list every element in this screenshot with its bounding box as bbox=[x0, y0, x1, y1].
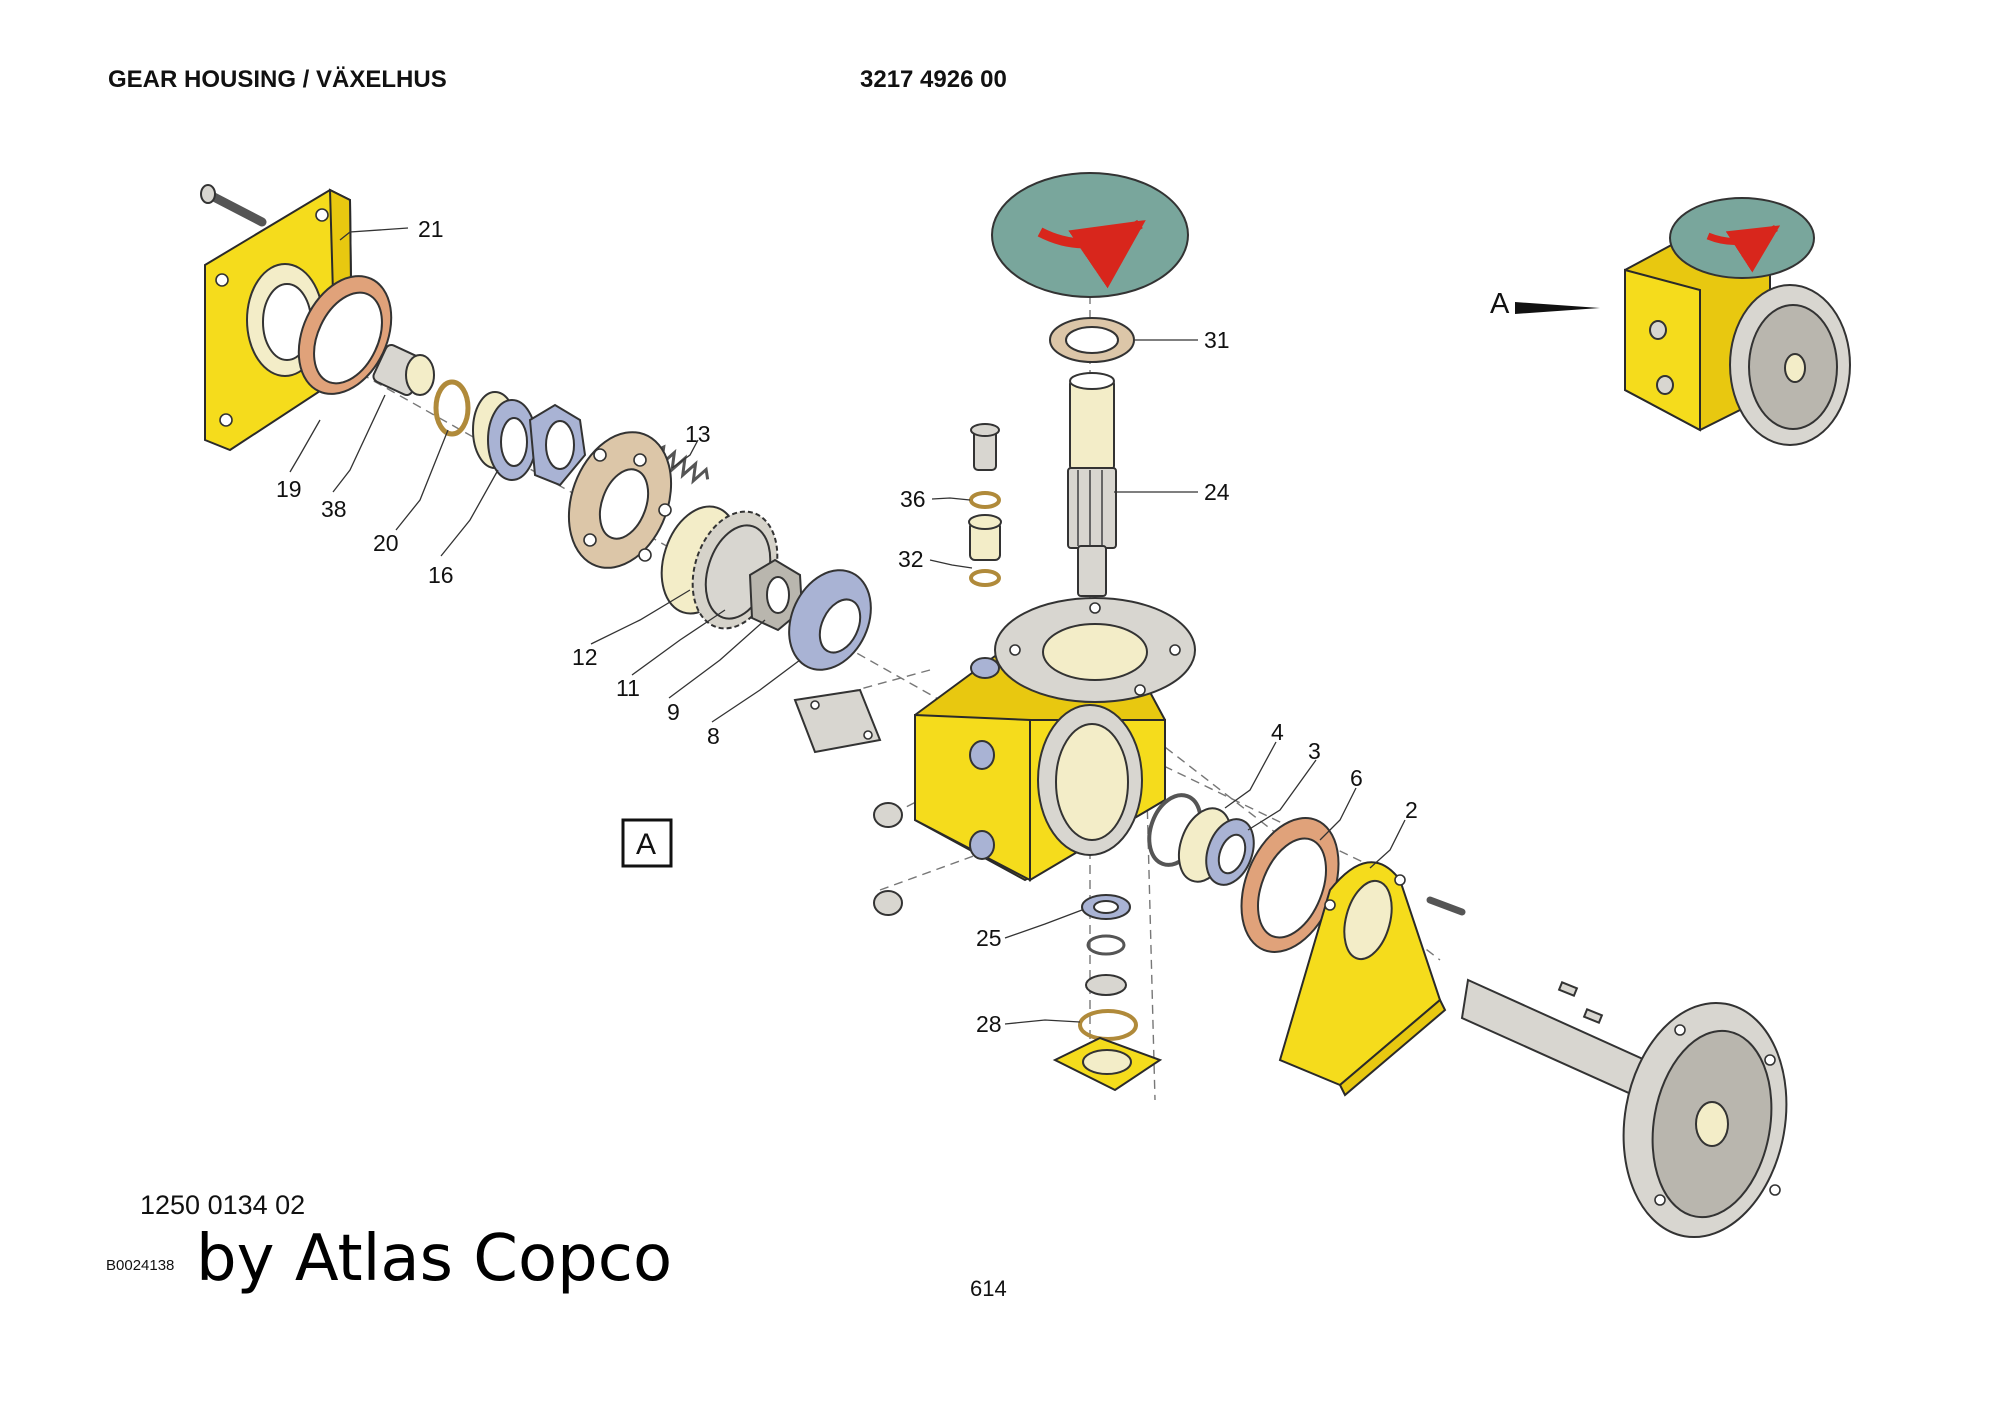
part-36-breather bbox=[969, 423, 1001, 509]
callout-21: 21 bbox=[418, 216, 444, 242]
part-8-bearing-ring bbox=[788, 569, 872, 671]
part-32-plug bbox=[968, 514, 1002, 587]
view-a-reference-box: A bbox=[621, 818, 673, 868]
part-25-bearing bbox=[1081, 894, 1131, 996]
callout-2: 2 bbox=[1405, 797, 1418, 823]
callout-8: 8 bbox=[707, 723, 720, 749]
callout-9: 9 bbox=[667, 699, 680, 725]
image-code: B0024138 bbox=[106, 1257, 175, 1274]
page-number: 614 bbox=[970, 1276, 1007, 1301]
part-6-gasket bbox=[1240, 817, 1340, 953]
part-2-bearing-pedestal bbox=[1278, 861, 1466, 1097]
brand-text: by Atlas Copco bbox=[196, 1222, 673, 1296]
callout-12: 12 bbox=[572, 644, 598, 670]
drain-plug-lower bbox=[873, 890, 903, 916]
view-a-reference-label: A bbox=[636, 828, 656, 861]
drain-plug-upper bbox=[873, 802, 903, 828]
callout-25: 25 bbox=[976, 925, 1002, 951]
callout-13: 13 bbox=[685, 421, 711, 447]
callout-11: 11 bbox=[616, 675, 640, 701]
part-38-sleeve bbox=[372, 343, 435, 397]
callout-leaders bbox=[289, 227, 1406, 1025]
document-part-number: 3217 4926 00 bbox=[860, 66, 1007, 93]
part-16-bearing bbox=[472, 391, 537, 481]
document-title: GEAR HOUSING / VÄXELHUS bbox=[108, 66, 447, 93]
part-31-cover-disc bbox=[991, 172, 1189, 363]
callout-28: 28 bbox=[976, 1011, 1002, 1037]
part-13-pressure-plate bbox=[567, 431, 673, 569]
reference-number: 1250 0134 02 bbox=[140, 1190, 306, 1220]
callout-31: 31 bbox=[1204, 327, 1230, 353]
view-a-label: A bbox=[1490, 288, 1510, 320]
part-9-hub bbox=[748, 558, 804, 632]
nameplate bbox=[793, 688, 882, 754]
callout-labels: 21 19 38 20 16 13 12 11 9 8 36 32 31 24 … bbox=[276, 216, 1418, 1037]
bottom-cover-plate bbox=[1052, 1036, 1163, 1092]
callout-36: 36 bbox=[900, 486, 926, 512]
view-a-inset-assembly bbox=[1515, 197, 1851, 446]
part-24-splined-shaft bbox=[1067, 372, 1117, 597]
output-shaft-flange bbox=[1460, 978, 1788, 1239]
part-19-gasket bbox=[297, 275, 393, 395]
callout-4: 4 bbox=[1271, 719, 1284, 745]
gear-housing bbox=[914, 597, 1196, 882]
callout-24: 24 bbox=[1204, 479, 1230, 505]
part-28-o-ring bbox=[1078, 1009, 1138, 1041]
callout-6: 6 bbox=[1350, 765, 1363, 791]
callout-19: 19 bbox=[276, 476, 302, 502]
callout-3: 3 bbox=[1308, 738, 1321, 764]
part-16-nut bbox=[528, 403, 587, 487]
callout-32: 32 bbox=[898, 546, 924, 572]
part-20-retaining-ring bbox=[433, 379, 471, 437]
callout-38: 38 bbox=[321, 496, 347, 522]
part-3-bearing bbox=[1177, 807, 1255, 886]
callout-20: 20 bbox=[373, 530, 399, 556]
callout-16: 16 bbox=[428, 562, 454, 588]
